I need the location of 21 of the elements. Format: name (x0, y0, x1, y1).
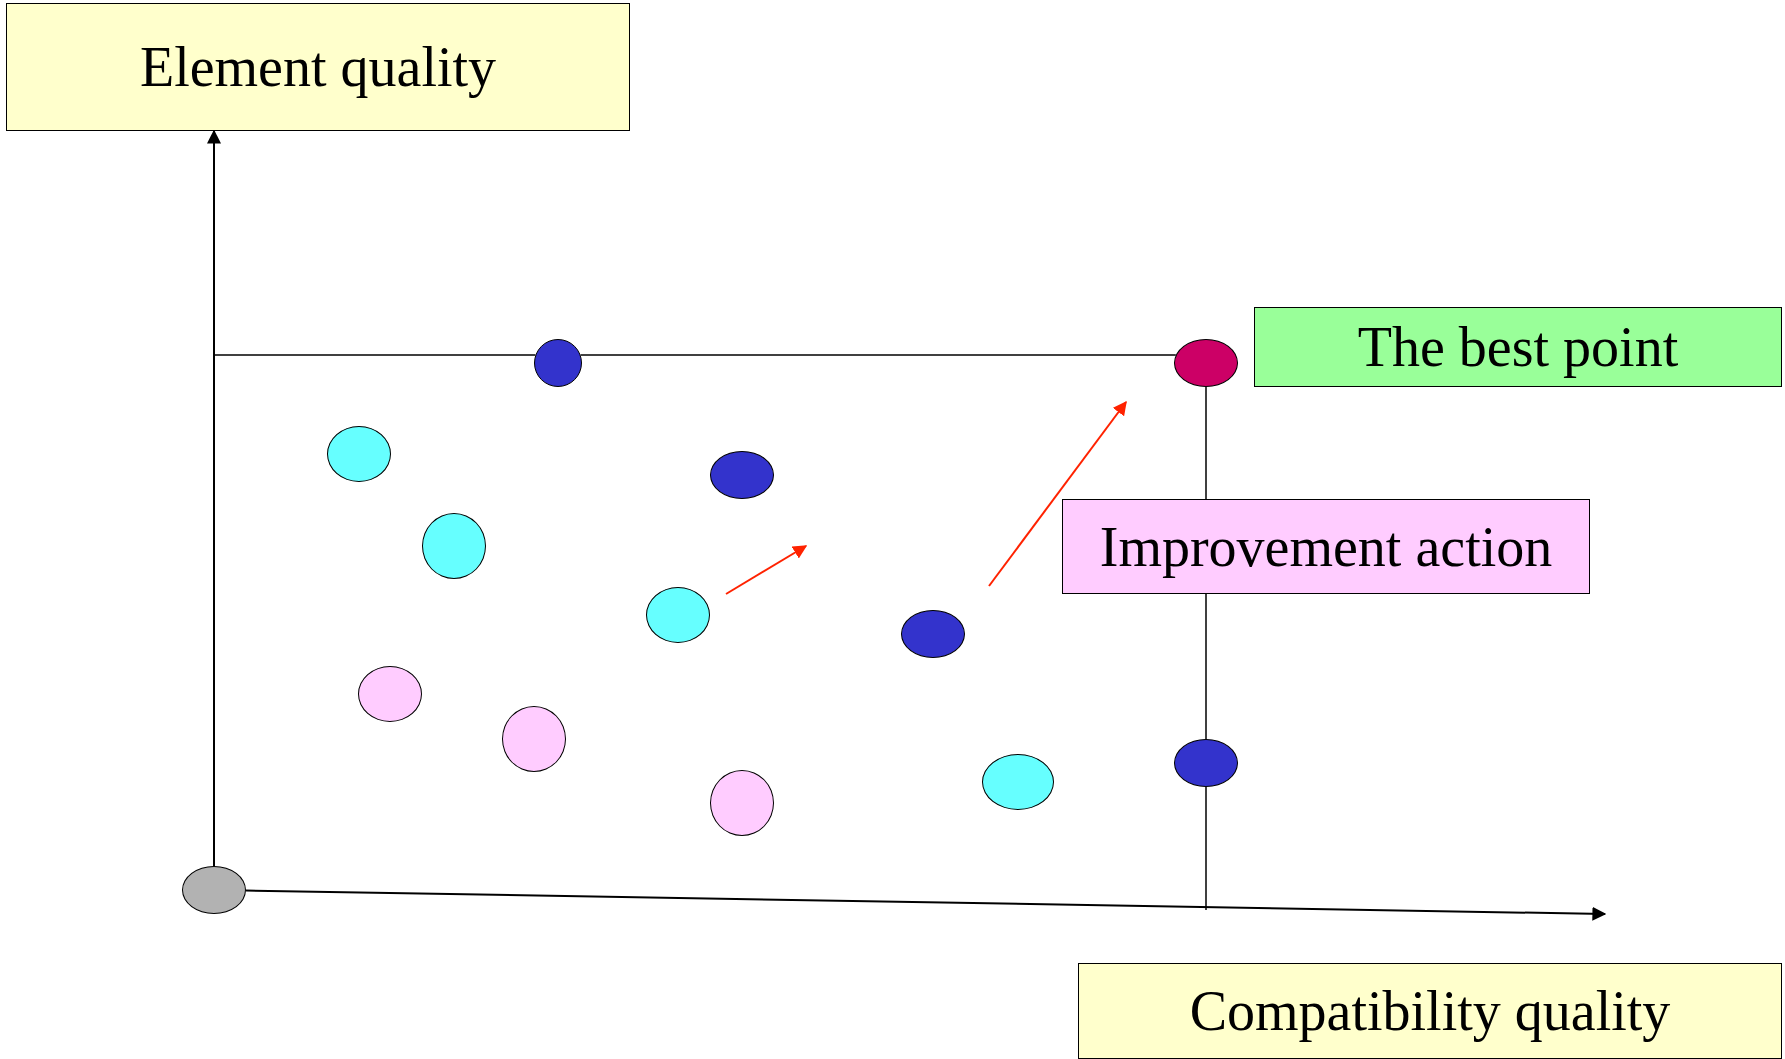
data-point-ellipse (710, 451, 774, 499)
guide-line (1205, 786, 1207, 911)
guide-line (1205, 593, 1207, 740)
data-point-ellipse (1174, 339, 1238, 387)
axis-arrow (207, 129, 221, 867)
guide-line (213, 354, 537, 356)
box-label: Element quality (139, 35, 497, 99)
data-point-ellipse (182, 866, 246, 914)
axis-arrow (245, 889, 1607, 921)
guide-line (1205, 386, 1207, 500)
data-point-ellipse (1174, 739, 1238, 787)
label-box (6, 3, 630, 131)
data-point-ellipse (901, 610, 965, 658)
data-point-ellipse (534, 339, 582, 387)
guide-line (579, 354, 1177, 356)
box-label: The best point (1357, 315, 1679, 379)
label-box (1062, 499, 1590, 594)
box-label: Compatibility quality (1189, 979, 1671, 1043)
box-label: Improvement action (1099, 514, 1553, 579)
label-box (1254, 307, 1782, 387)
label-box (1078, 963, 1782, 1059)
